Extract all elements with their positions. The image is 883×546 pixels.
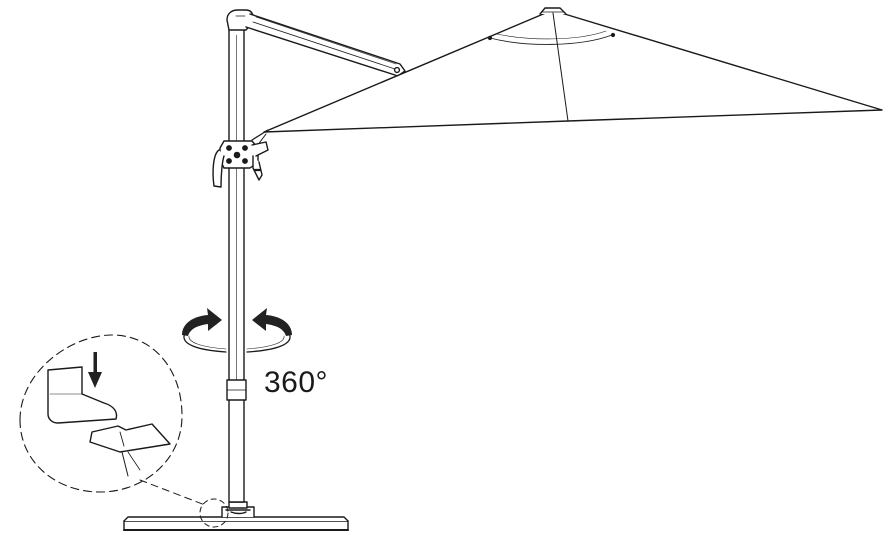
base-plate: [123, 516, 349, 531]
rotation-degree-label: 360°: [264, 366, 329, 399]
detail-callout: [19, 334, 229, 528]
main-pole: [226, 29, 247, 503]
upper-arm: [245, 13, 406, 77]
canopy: [263, 7, 883, 133]
base-hub: [221, 501, 255, 518]
crank-mechanism: [212, 140, 269, 188]
curved-arrow-left-icon: [252, 308, 292, 336]
arrow-down-icon: [88, 352, 102, 388]
foot-pedal-detail: [47, 366, 171, 477]
curved-arrow-right-icon: [182, 308, 222, 336]
